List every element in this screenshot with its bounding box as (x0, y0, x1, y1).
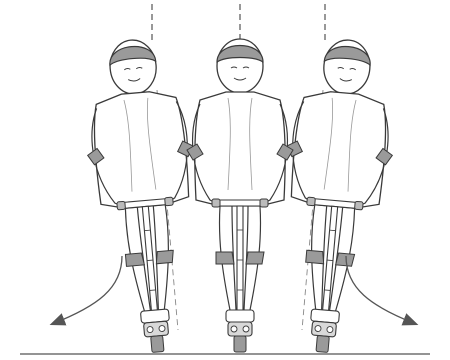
rider-left (78, 36, 211, 357)
rider-center (187, 39, 293, 352)
arrow-right (346, 256, 416, 324)
arrow-left (52, 256, 122, 324)
